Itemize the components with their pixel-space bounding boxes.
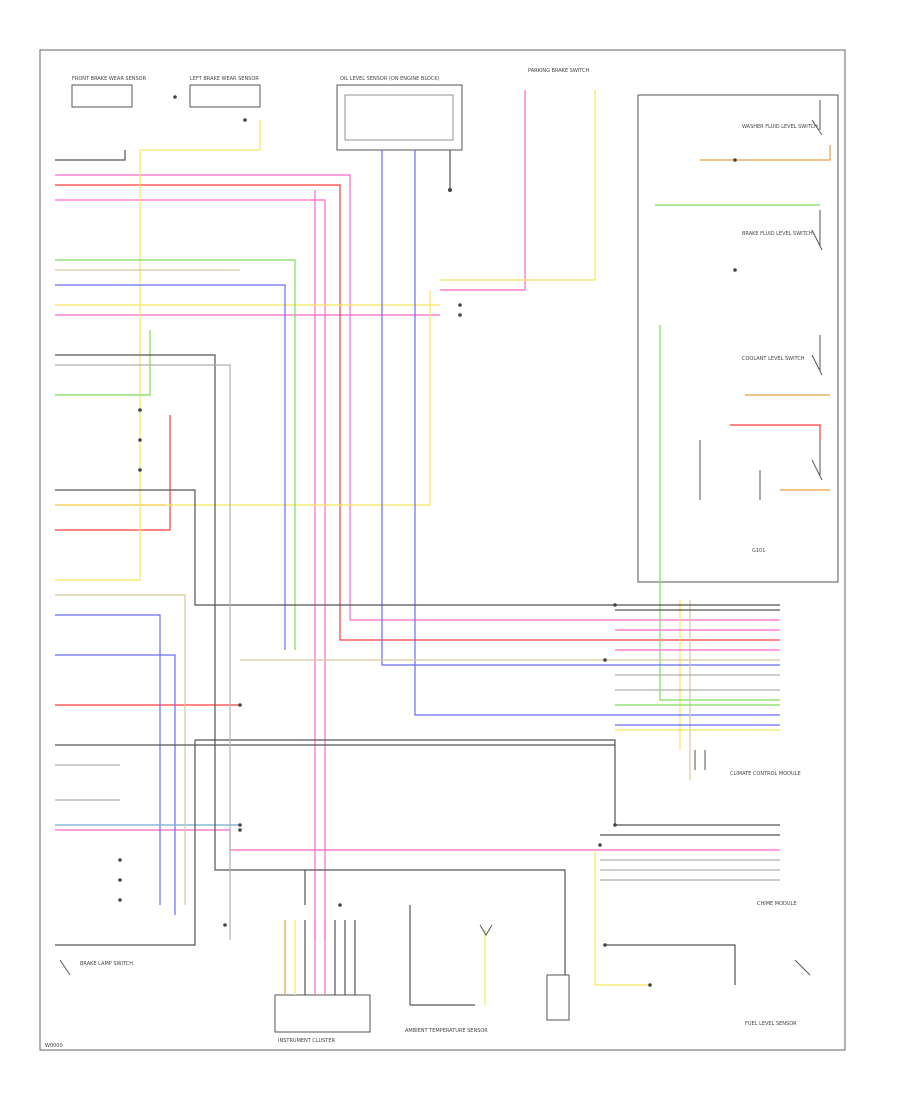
oil-level-sensor-box (336, 84, 463, 151)
ground-g-label: G101 (752, 548, 765, 554)
left-brake-sensor-label: LEFT BRAKE WEAR SENSOR (190, 76, 259, 82)
red-wire-run (55, 184, 821, 706)
brake-fluid-switch-label: BRAKE FLUID LEVEL SWITCH (742, 231, 813, 237)
pink-wire-run (55, 90, 780, 940)
washer-fluid-switch-label: WASHER FLUID LEVEL SWITCH (742, 124, 818, 130)
coolant-switch-label: COOLANT LEVEL SWITCH (742, 356, 805, 362)
brake-lamp-switch-label: BRAKE LAMP SWITCH (80, 961, 133, 967)
footer-id: W0000 (45, 1043, 63, 1049)
ground-symbols (479, 750, 706, 936)
green-wire-run (55, 204, 820, 701)
gray-wire-run (55, 150, 780, 985)
oil-level-sensor-inner-box (344, 94, 454, 141)
ambient-temp-sensor-label: AMBIENT TEMPERATURE SENSOR (405, 1028, 488, 1034)
oil-level-sensor-label: OIL LEVEL SENSOR (ON ENGINE BLOCK) (340, 76, 440, 82)
right-wire-bundle (615, 609, 780, 731)
front-brake-sensor-label: FRONT BRAKE WEAR SENSOR (72, 76, 147, 82)
connector-dots (118, 95, 737, 987)
instrument-cluster-box (274, 994, 371, 1033)
fuel-level-sensor-label: FUEL LEVEL SENSOR (745, 1021, 797, 1027)
climate-control-module-label: CLIMATE CONTROL MODULE (730, 771, 801, 777)
blue-wire-run (55, 150, 780, 915)
left-brake-sensor-box (189, 84, 261, 108)
right-component-enclosure (637, 94, 839, 583)
right-switch-symbols (59, 100, 823, 976)
lightgray-wire-run (55, 364, 780, 940)
instrument-cluster-label: INSTRUMENT CLUSTER (278, 1038, 336, 1044)
orange-wire-run (284, 145, 831, 995)
fuel-sensor-box (546, 974, 570, 1021)
parking-brake-switch-label: PARKING BRAKE SWITCH (528, 68, 590, 74)
yellow-wire-run (55, 90, 681, 986)
diagram-frame (39, 49, 846, 1051)
front-brake-sensor-box (71, 84, 133, 108)
chime-module-label: CHIME MODULE (757, 901, 797, 907)
cluster-wire-bundle (294, 905, 486, 1006)
